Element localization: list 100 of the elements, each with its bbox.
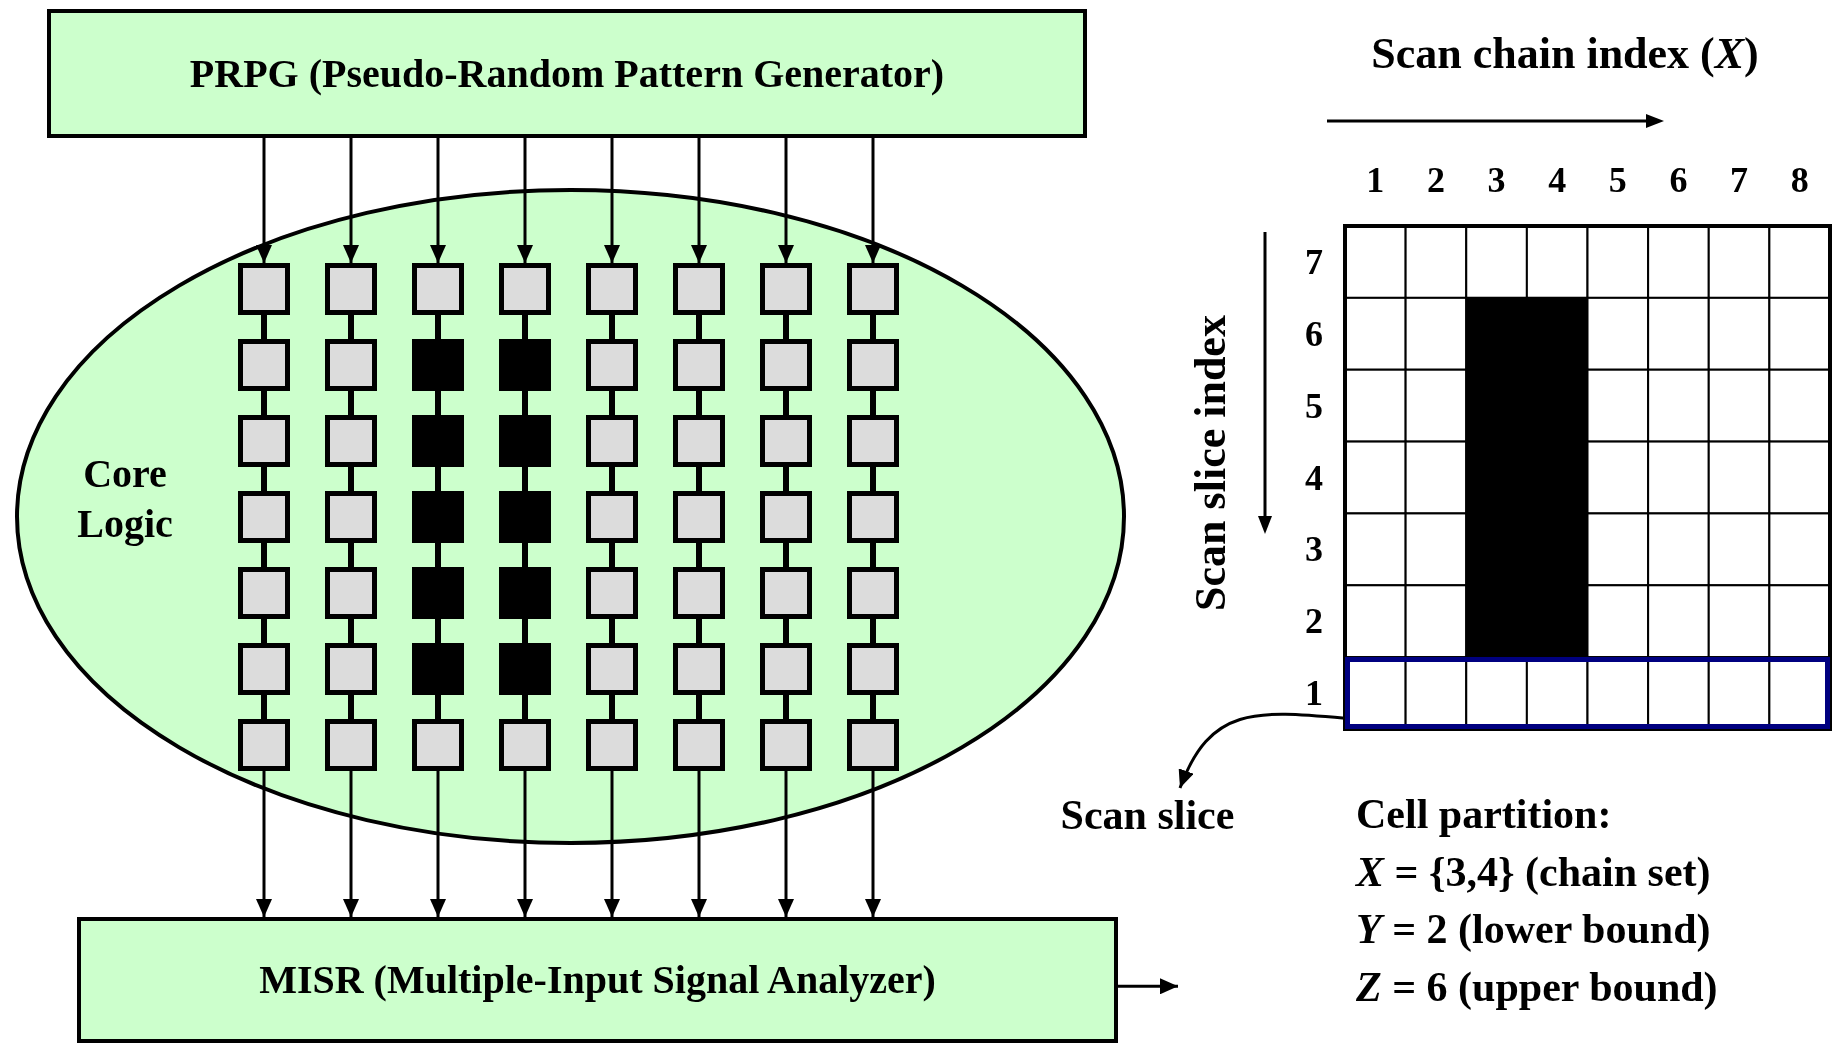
block-box: PRPG (Pseudo-Random Pattern Generator) (47, 9, 1087, 138)
scan-cell (760, 643, 812, 695)
chain-link-line (348, 391, 354, 415)
chain-link-line (696, 315, 702, 339)
scan-cell (586, 643, 638, 695)
scan-slice-outline (1345, 657, 1830, 729)
chain-link-line (609, 695, 615, 719)
scan-cell (325, 567, 377, 619)
scan-cell (760, 339, 812, 391)
chain-link-line (783, 543, 789, 567)
scan-cell (412, 567, 464, 619)
chain-link-line (870, 543, 876, 567)
scan-cell (499, 339, 551, 391)
chain-link-line (261, 315, 267, 339)
scan-cell (238, 339, 290, 391)
chain-link-line (261, 391, 267, 415)
scan-cell (673, 643, 725, 695)
arrow (430, 771, 446, 917)
chain-link-line (435, 391, 441, 415)
chain-link-line (609, 543, 615, 567)
note-text: Cell partition: (1356, 793, 1612, 835)
scan-cell (412, 263, 464, 315)
scan-cell (412, 643, 464, 695)
arrow (778, 771, 794, 917)
index-number: 3 (1487, 162, 1506, 198)
arrow (256, 138, 272, 263)
scan-cell (499, 643, 551, 695)
chain-link-line (522, 543, 528, 567)
chain-link-line (435, 315, 441, 339)
index-number: 5 (1608, 162, 1627, 198)
scan-cell (673, 491, 725, 543)
chain-link-line (348, 543, 354, 567)
note-text: Z = 6 (upper bound) (1356, 965, 1718, 1008)
arrow (343, 138, 359, 263)
scan-cell (847, 567, 899, 619)
scan-cell (847, 339, 899, 391)
chain-link-line (348, 315, 354, 339)
scan-cell (412, 719, 464, 771)
note-text: X = {3,4} (chain set) (1356, 850, 1711, 893)
chain-link-line (783, 619, 789, 643)
scan-cell (586, 491, 638, 543)
scan-cell (325, 643, 377, 695)
chain-link-line (522, 391, 528, 415)
chain-link-line (522, 619, 528, 643)
arrow (865, 138, 881, 263)
index-number: 8 (1790, 162, 1809, 198)
scan-cell (238, 719, 290, 771)
chain-link-line (870, 467, 876, 491)
scan-cell (760, 263, 812, 315)
scan-cell (238, 491, 290, 543)
index-number: 5 (1305, 387, 1323, 424)
index-number: 7 (1305, 243, 1323, 280)
chain-link-line (435, 619, 441, 643)
chain-link-line (696, 467, 702, 491)
scan-cell (847, 415, 899, 467)
chain-link-line (696, 391, 702, 415)
scan-cell (325, 719, 377, 771)
scan-cell (847, 643, 899, 695)
arrow (256, 771, 272, 917)
chain-link-line (609, 315, 615, 339)
axis-label: Scan slice index (1189, 315, 1233, 611)
scan-cell (325, 415, 377, 467)
chain-link-line (261, 543, 267, 567)
arrow (691, 771, 707, 917)
chain-link-line (522, 315, 528, 339)
scan-cell (673, 263, 725, 315)
scan-cell (238, 643, 290, 695)
arrow (778, 138, 794, 263)
chain-link-line (870, 315, 876, 339)
scan-cell (238, 263, 290, 315)
scan-cell (412, 491, 464, 543)
scan-cell (325, 263, 377, 315)
chain-link-line (870, 695, 876, 719)
scan-cell (586, 339, 638, 391)
index-number: 3 (1305, 531, 1323, 568)
chain-link-line (348, 619, 354, 643)
scan-cell (586, 415, 638, 467)
index-number: 4 (1548, 162, 1567, 198)
chain-link-line (696, 695, 702, 719)
chain-link-line (261, 619, 267, 643)
arrow (865, 771, 881, 917)
scan-cell (760, 567, 812, 619)
chain-link-line (435, 467, 441, 491)
chain-link-line (609, 467, 615, 491)
scan-cell (412, 415, 464, 467)
scan-cell (847, 263, 899, 315)
chain-link-line (783, 467, 789, 491)
index-number: 6 (1669, 162, 1688, 198)
chain-link-line (522, 695, 528, 719)
chain-link-line (522, 467, 528, 491)
scan-cell (673, 339, 725, 391)
scan-cell (499, 567, 551, 619)
scan-cell (847, 719, 899, 771)
chain-link-line (435, 543, 441, 567)
chain-link-line (348, 695, 354, 719)
chain-link-line (783, 695, 789, 719)
block-box: MISR (Multiple-Input Signal Analyzer) (77, 917, 1118, 1043)
scan-cell (760, 719, 812, 771)
arrow (604, 771, 620, 917)
chain-link-line (348, 467, 354, 491)
